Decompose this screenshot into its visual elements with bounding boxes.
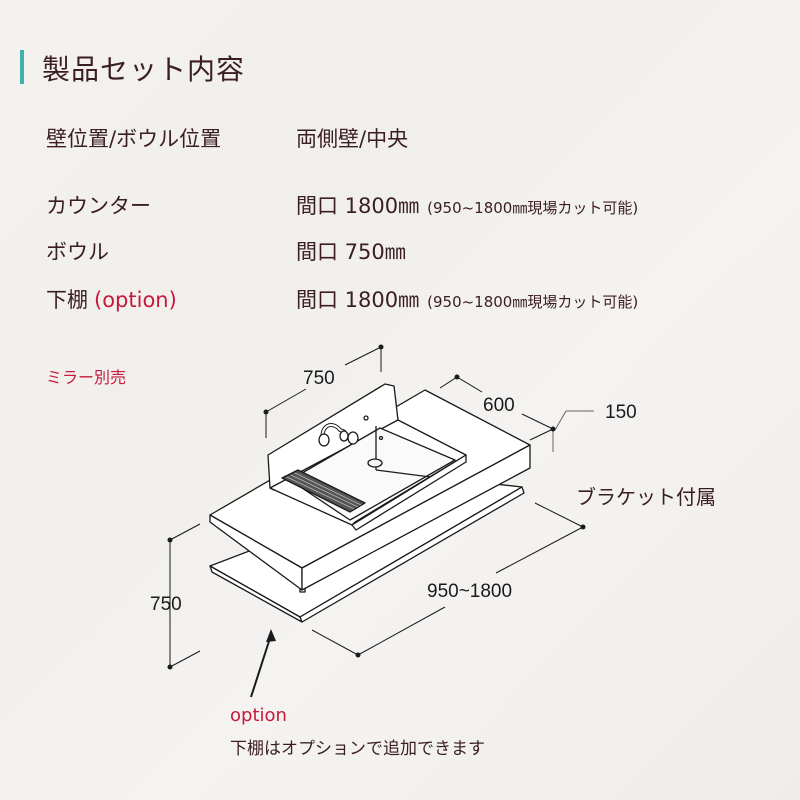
dim-counter-width: 950~1800 — [427, 581, 513, 602]
dim-depth: 600 — [483, 395, 515, 416]
counter-cut-note: (950~1800㎜現場カット可能) — [427, 199, 639, 217]
faucet-icon — [318, 415, 384, 447]
spec-label-counter: カウンター — [46, 194, 151, 218]
option-title: option — [230, 705, 287, 726]
shelf-cut-note: (950~1800㎜現場カット可能) — [427, 293, 639, 311]
spec-value-bowl: 間口 750㎜ — [296, 236, 406, 266]
bracket-included: ブラケット付属 — [576, 485, 716, 509]
title-accent-bar — [20, 50, 24, 84]
spec-value-counter: 間口 1800㎜ (950~1800㎜現場カット可能) — [296, 190, 638, 220]
spec-value-shelf: 間口 1800㎜ (950~1800㎜現場カット可能) — [296, 284, 638, 314]
option-description: 下棚はオプションで追加できます — [230, 739, 485, 759]
arrow-up-icon — [266, 629, 276, 642]
shelf-width: 間口 1800㎜ — [296, 288, 420, 312]
mirror-sold-separately: ミラー別売 — [46, 368, 127, 387]
bowl-width: 間口 750㎜ — [296, 240, 406, 264]
spec-label-shelf: 下棚(option) — [46, 284, 177, 314]
option-tag: (option) — [94, 288, 177, 312]
dim-bowl-width: 750 — [303, 368, 335, 389]
dim-height: 750 — [150, 594, 182, 615]
shelf-label: 下棚 — [46, 288, 88, 312]
spec-value-wall-position: 両側壁/中央 — [296, 127, 409, 151]
spec-label-bowl: ボウル — [46, 240, 109, 264]
counter-width: 間口 1800㎜ — [296, 194, 420, 218]
page-title: 製品セット内容 — [42, 53, 246, 86]
dim-backsplash: 150 — [605, 402, 637, 423]
spec-label-wall-position: 壁位置/ボウル位置 — [46, 127, 222, 151]
